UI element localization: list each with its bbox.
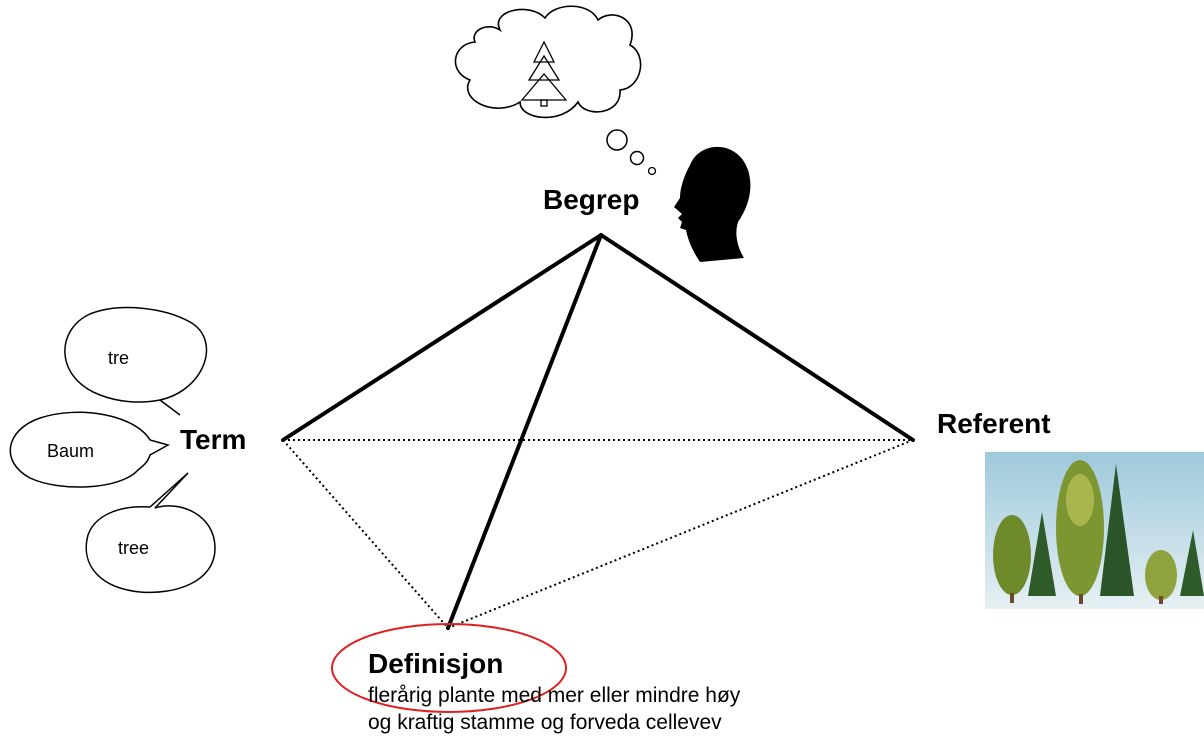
definition-text-line-1: flerårig plante med mer eller mindre høy — [368, 684, 741, 707]
edge-referent-definition — [447, 439, 914, 629]
concept-label: Begrep — [543, 184, 640, 215]
tree-icon — [520, 40, 568, 107]
referent-label: Referent — [937, 408, 1051, 439]
term-label: Term — [180, 424, 247, 455]
head-silhouette-icon — [674, 146, 751, 262]
edge-concept-referent — [599, 233, 915, 442]
trees-photo — [985, 452, 1204, 609]
edge-concept-definition — [446, 233, 603, 630]
thought-dot-large — [606, 129, 628, 151]
definition-highlight-ellipse — [331, 623, 567, 713]
thought-dot-medium — [629, 150, 645, 166]
speech-bubble-tree-text: tree — [118, 538, 150, 558]
speech-bubble-tre-text: tre — [108, 348, 130, 368]
thought-dot-small — [647, 166, 657, 176]
speech-bubble-tre — [64, 306, 208, 416]
edge-term-definition — [282, 439, 449, 629]
definition-text-line-2: og kraftig stamme og forveda cellevev — [368, 711, 722, 734]
concept-edges — [281, 233, 915, 630]
thought-cloud — [454, 5, 657, 176]
speech-bubble-tree — [85, 472, 216, 594]
speech-bubble-baum — [9, 411, 170, 488]
definition-label: Definisjon — [368, 648, 504, 679]
dotted-edges — [282, 439, 914, 629]
speech-bubble-baum-text: Baum — [47, 441, 95, 461]
edge-concept-term — [281, 233, 603, 442]
